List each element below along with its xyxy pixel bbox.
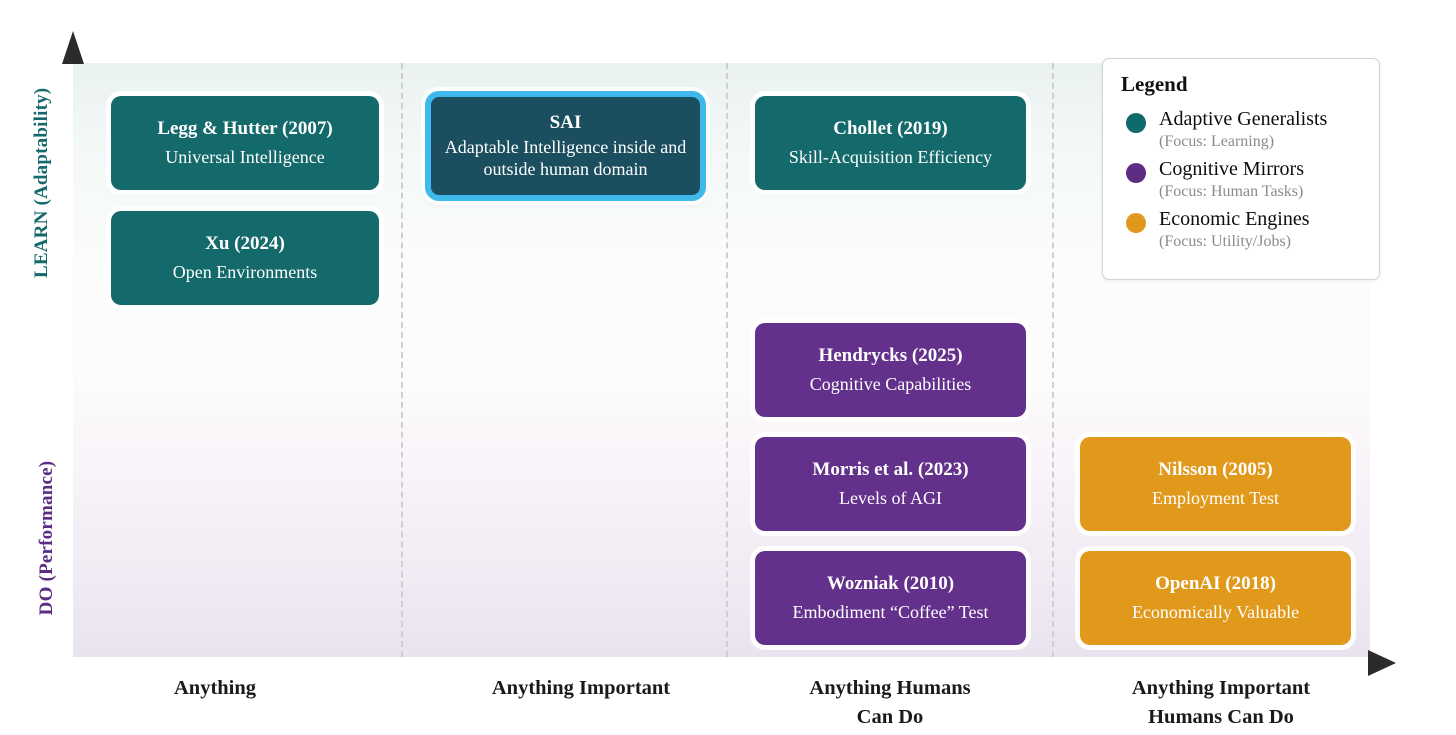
- card-subtitle: Levels of AGI: [839, 488, 942, 509]
- x-tick-line-1: Anything Important: [1131, 677, 1311, 699]
- card-nilsson[interactable]: Nilsson (2005) Employment Test: [1080, 437, 1351, 531]
- legend-item-focus: (Focus: Learning): [1159, 133, 1275, 150]
- x-tick-line-1: Anything: [173, 677, 257, 699]
- legend-item-focus: (Focus: Utility/Jobs): [1159, 233, 1292, 250]
- card-subtitle: Employment Test: [1152, 488, 1279, 509]
- x-tick-line-1: Anything Humans: [809, 677, 971, 699]
- card-subtitle: Universal Intelligence: [165, 147, 325, 168]
- card-title: Nilsson (2005): [1158, 458, 1273, 480]
- legend-item-cognitive-mirrors: Cognitive Mirrors (Focus: Human Tasks): [1119, 157, 1363, 202]
- card-subtitle: Economically Valuable: [1131, 602, 1300, 623]
- x-tick-line-1: Anything Important: [491, 677, 671, 699]
- card-legg-hutter[interactable]: Legg & Hutter (2007) Universal Intellige…: [111, 96, 379, 190]
- card-subtitle: Skill-Acquisition Efficiency: [788, 147, 993, 168]
- legend-title: Legend: [1121, 72, 1188, 96]
- legend-dot-icon: [1126, 163, 1146, 183]
- card-title: Chollet (2019): [833, 117, 948, 139]
- legend-item-focus: (Focus: Human Tasks): [1159, 183, 1304, 200]
- y-axis-arrow-icon: [62, 31, 84, 64]
- legend-item-economic-engines: Economic Engines (Focus: Utility/Jobs): [1119, 207, 1363, 252]
- card-title: Hendrycks (2025): [818, 344, 963, 366]
- card-hendrycks[interactable]: Hendrycks (2025) Cognitive Capabilities: [755, 323, 1026, 417]
- legend-dot-icon: [1126, 213, 1146, 233]
- column-divider-2: [726, 63, 728, 657]
- legend-item-label: Cognitive Mirrors: [1159, 158, 1304, 180]
- card-title: OpenAI (2018): [1155, 572, 1276, 594]
- legend-dot-icon: [1126, 113, 1146, 133]
- legend-item-label: Adaptive Generalists: [1159, 108, 1328, 130]
- card-subtitle: Embodiment “Coffee” Test: [792, 602, 989, 623]
- card-subtitle: Adaptable Intelligence inside and outsid…: [444, 137, 687, 180]
- y-axis-label-do: DO (Performance): [36, 460, 57, 616]
- legend-item-label: Economic Engines: [1159, 208, 1310, 230]
- column-divider-3: [1052, 63, 1054, 657]
- column-divider-1: [401, 63, 403, 657]
- x-tick-line-2: Humans Can Do: [1148, 706, 1294, 729]
- x-tick-label-2: Anything Important: [450, 674, 712, 703]
- legend-item-adaptive-generalists: Adaptive Generalists (Focus: Learning): [1119, 107, 1363, 152]
- x-tick-label-3: Anything Humans Can Do: [770, 674, 1010, 732]
- legend-box: Legend Adaptive Generalists (Focus: Lear…: [1102, 58, 1380, 280]
- card-title: SAI: [549, 111, 582, 133]
- card-xu[interactable]: Xu (2024) Open Environments: [111, 211, 379, 305]
- card-chollet[interactable]: Chollet (2019) Skill-Acquisition Efficie…: [755, 96, 1026, 190]
- card-sai[interactable]: SAI Adaptable Intelligence inside and ou…: [425, 91, 706, 201]
- card-wozniak[interactable]: Wozniak (2010) Embodiment “Coffee” Test: [755, 551, 1026, 645]
- card-subtitle: Cognitive Capabilities: [809, 374, 972, 395]
- card-title: Xu (2024): [205, 232, 285, 254]
- card-subtitle: Open Environments: [172, 262, 318, 283]
- card-morris[interactable]: Morris et al. (2023) Levels of AGI: [755, 437, 1026, 531]
- y-axis-label-learn: LEARN (Adaptability): [31, 87, 52, 278]
- x-tick-line-2: Can Do: [856, 706, 924, 729]
- card-title: Wozniak (2010): [826, 572, 955, 594]
- card-openai[interactable]: OpenAI (2018) Economically Valuable: [1080, 551, 1351, 645]
- x-axis-arrow-icon: [1368, 650, 1396, 676]
- card-title: Legg & Hutter (2007): [157, 117, 333, 139]
- x-tick-label-4: Anything Important Humans Can Do: [1090, 674, 1352, 732]
- x-tick-label-1: Anything: [110, 674, 320, 703]
- card-title: Morris et al. (2023): [812, 458, 969, 480]
